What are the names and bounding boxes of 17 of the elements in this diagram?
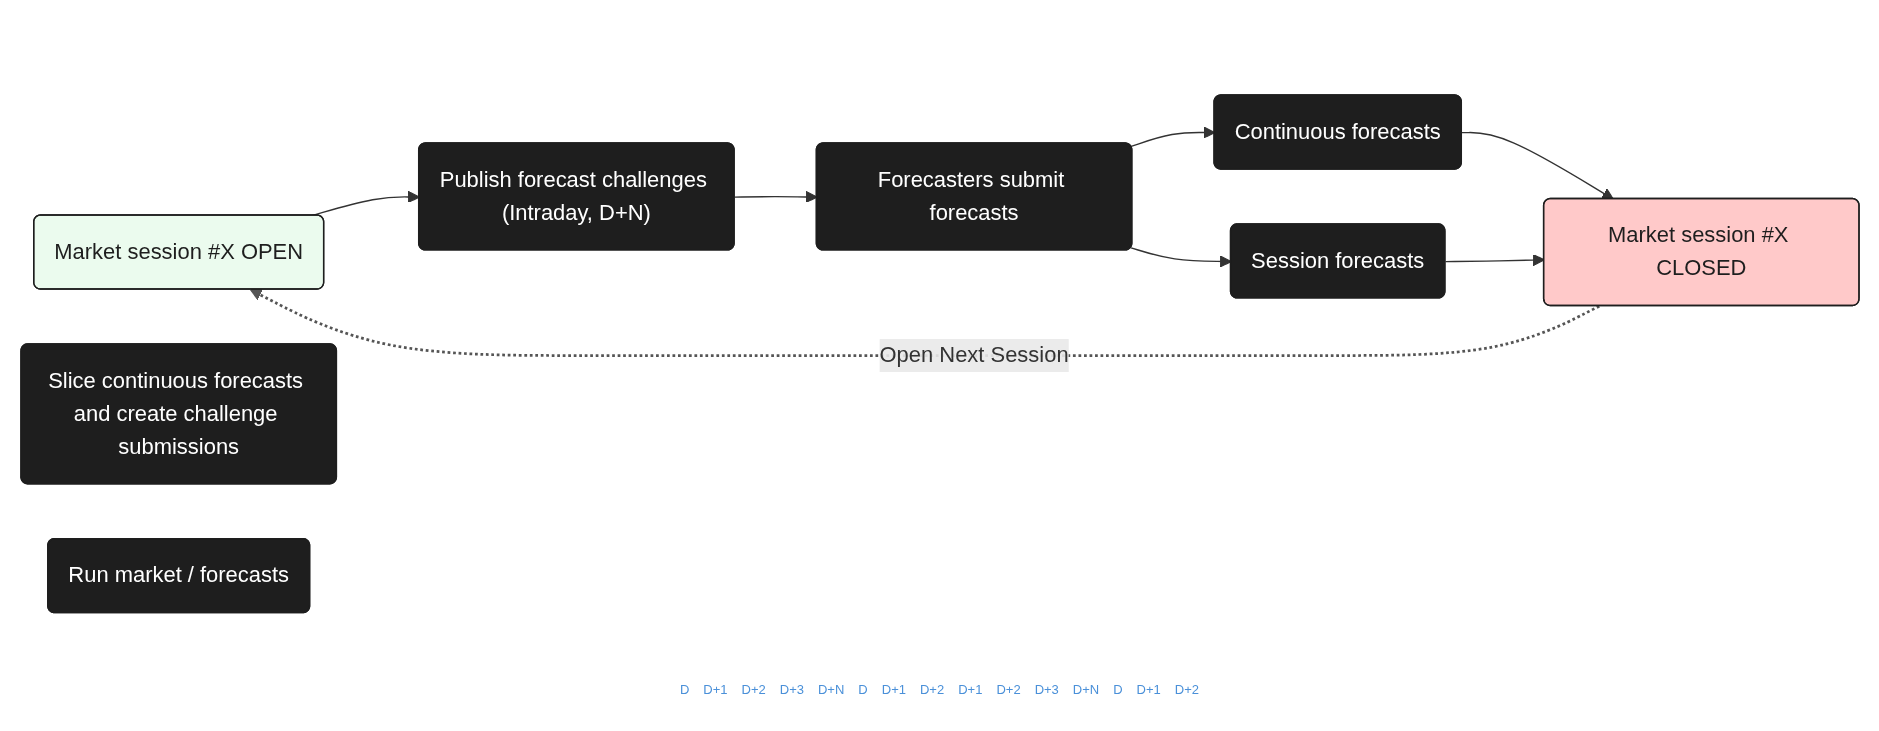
axis-label: D+2 <box>1174 682 1200 697</box>
axis-label: D+N <box>818 682 845 697</box>
arrow <box>1460 132 1614 200</box>
edge-label: Open Next Session <box>879 343 1069 367</box>
axis-label: D+1 <box>1136 682 1161 697</box>
axis-label: D <box>858 682 868 697</box>
axis-label: D+2 <box>996 682 1021 697</box>
axis-label: D <box>679 682 690 697</box>
axis-label: D+3 <box>779 682 804 697</box>
axis-label: D+3 <box>1034 682 1059 697</box>
axis-label: D <box>1113 682 1123 697</box>
axis-label: D+1 <box>703 682 728 697</box>
axis-label: D+2 <box>919 682 945 697</box>
axis-label: D+N <box>1072 682 1100 697</box>
axis-label: D+1 <box>881 682 906 697</box>
axis-label: D+1 <box>958 682 983 697</box>
axis-label: D+2 <box>741 682 766 697</box>
